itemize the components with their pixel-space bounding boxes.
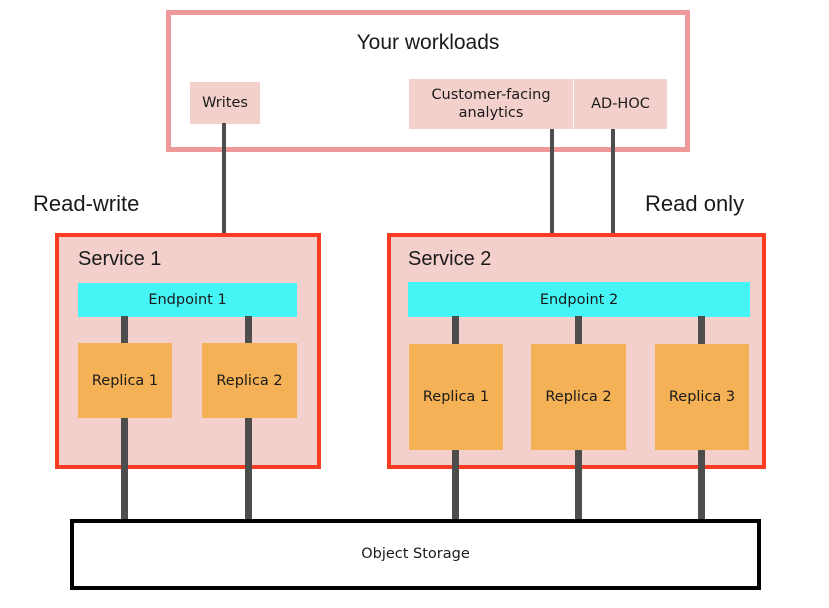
service-1-endpoint[interactable]: Endpoint 1	[78, 283, 297, 317]
connector-service-2-replica-3-storage	[698, 450, 705, 521]
connector-service-1-replica-1-storage	[121, 418, 128, 521]
service-2-title: Service 2	[408, 248, 492, 270]
connector-endpoint-2-replica-3	[698, 316, 705, 345]
connector-service-2-replica-2-storage	[575, 450, 582, 521]
connector-endpoint-1-replica-1	[121, 316, 128, 344]
service-2-replica-2[interactable]: Replica 2	[531, 344, 626, 450]
connector-endpoint-2-replica-2	[575, 316, 582, 345]
connector-endpoint-1-replica-2	[245, 316, 252, 344]
service-2-endpoint[interactable]: Endpoint 2	[408, 282, 750, 317]
service-1-replica-1[interactable]: Replica 1	[78, 343, 172, 418]
caption-read-only: Read only	[645, 191, 745, 216]
connector-service-1-replica-2-storage	[245, 418, 252, 521]
service-1-title: Service 1	[78, 248, 162, 270]
workloads-title: Your workloads	[356, 31, 500, 54]
object-storage-container	[70, 519, 761, 590]
workload-chip-ad-hoc[interactable]: AD-HOC	[574, 79, 667, 129]
service-2-replica-1[interactable]: Replica 1	[409, 344, 503, 450]
caption-read-write: Read-write	[33, 191, 140, 216]
connector-service-2-replica-1-storage	[452, 450, 459, 521]
connector-endpoint-2-replica-1	[452, 316, 459, 345]
service-2-replica-3[interactable]: Replica 3	[655, 344, 749, 450]
object-storage-label: Object Storage	[361, 546, 470, 562]
workload-chip-writes[interactable]: Writes	[190, 82, 260, 124]
service-1-replica-2[interactable]: Replica 2	[202, 343, 297, 418]
workload-chip-customer-facing-analytics[interactable]: Customer-facing analytics	[409, 79, 573, 129]
